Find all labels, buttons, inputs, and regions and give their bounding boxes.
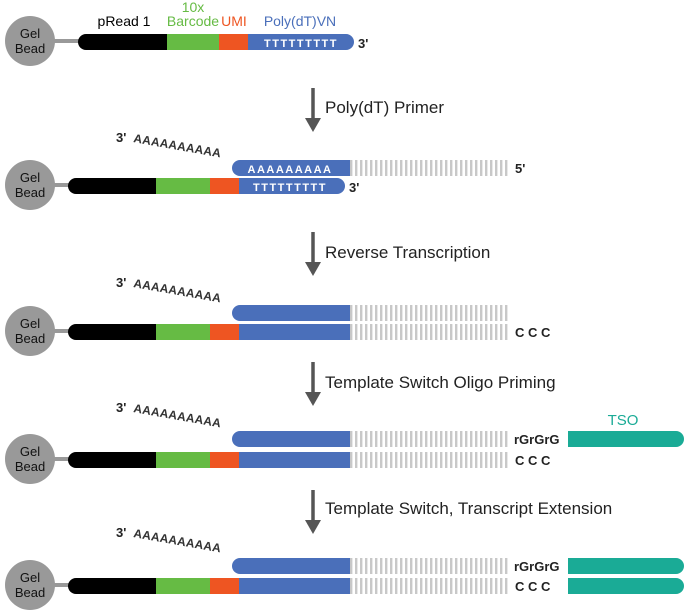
- mrna-blue-segment-square: [245, 558, 350, 574]
- umi-segment: [210, 178, 240, 194]
- row-3-reverse-transcription: Gel Bead C C C 3' AAAAAAAAAA: [5, 275, 551, 356]
- cdna-hatched: [350, 452, 510, 468]
- row-5-transcript-extension: Gel Bead C C C rGrGrG 3' AAAAAAAAAA: [5, 525, 684, 610]
- cdna-blue-segment: [239, 452, 350, 468]
- polydt-segment-square: [239, 178, 329, 194]
- umi-segment: [210, 578, 240, 594]
- tso-label: TSO: [608, 412, 639, 429]
- mrna-polya-segment-square: [245, 160, 350, 176]
- step-arrow-4: Template Switch, Transcript Extension: [305, 490, 612, 534]
- gel-bead-1: [5, 16, 55, 66]
- mrna-hatched: [350, 305, 510, 321]
- tso-segment-square: [568, 558, 668, 574]
- row-1-bead-oligo: Gel Bead TTTTTTTTT 3' pRead 1 10x Barcod…: [5, 0, 368, 66]
- cdna-hatched: [350, 578, 510, 594]
- barcode-segment: [156, 178, 211, 194]
- three-prime-end: 3': [358, 36, 368, 51]
- umi-segment: [210, 324, 240, 340]
- arrow-head: [305, 118, 321, 132]
- pread1-segment-square: [90, 34, 168, 50]
- gel-bead-3: [5, 306, 55, 356]
- ccc-overhang: C C C: [515, 325, 551, 340]
- gel-bead-label-2a: Gel: [20, 170, 40, 185]
- t-sequence: TTTTTTTTT: [253, 182, 327, 194]
- umi-segment: [210, 452, 240, 468]
- barcode-label-top: 10x: [182, 0, 205, 15]
- rgrgrg-label: rGrGrG: [514, 559, 560, 574]
- cdna-blue-segment: [239, 578, 350, 594]
- row-2-polydt-priming: Gel Bead TTTTTTTTT 3' AAAAAAAAA 5' 3' AA…: [5, 130, 525, 210]
- pread1-segment-square: [80, 578, 158, 594]
- t-sequence: TTTTTTTTT: [264, 38, 338, 50]
- gel-bead-label-2b: Bead: [15, 185, 45, 200]
- mrna-transcript-hatched: [350, 160, 510, 176]
- polydt-segment-square: [248, 34, 338, 50]
- step-arrow-3: Template Switch Oligo Priming: [305, 362, 556, 406]
- gel-bead-label-3b: Bead: [15, 331, 45, 346]
- polya-tail-3prime: 3': [116, 525, 126, 540]
- mrna-blue-segment-square: [245, 305, 350, 321]
- pread1-segment-square: [80, 452, 158, 468]
- cdna-hatched: [350, 324, 510, 340]
- step-label-4: Template Switch, Transcript Extension: [325, 499, 612, 518]
- step-label-3: Template Switch Oligo Priming: [325, 373, 556, 392]
- gel-bead-label-1b: Bead: [15, 41, 45, 56]
- gel-bead-label-5a: Gel: [20, 570, 40, 585]
- ccc-overhang: C C C: [515, 453, 551, 468]
- step-arrow-2: Reverse Transcription: [305, 232, 490, 276]
- polya-tail: AAAAAAAAAA: [132, 276, 222, 305]
- tso-complement-segment-square: [568, 578, 668, 594]
- pread1-segment-square: [80, 178, 158, 194]
- gel-bead-label-4b: Bead: [15, 459, 45, 474]
- tso-segment-square: [568, 431, 668, 447]
- arrow-head: [305, 520, 321, 534]
- barcode-label-bottom: Barcode: [167, 13, 219, 29]
- mrna-blue-segment-square: [245, 431, 350, 447]
- step-arrow-1: Poly(dT) Primer: [305, 88, 444, 132]
- gel-bead-label-1a: Gel: [20, 26, 40, 41]
- polya-tail-3prime: 3': [116, 130, 126, 145]
- barcode-segment: [156, 324, 211, 340]
- polya-tail: AAAAAAAAAA: [132, 526, 222, 555]
- ccc-overhang: C C C: [515, 579, 551, 594]
- row-4-tso-priming: Gel Bead C C C rGrGrG TSO 3' AAAAAAAAAA: [5, 400, 684, 484]
- barcode-segment: [156, 452, 211, 468]
- gel-bead-5: [5, 560, 55, 610]
- gel-bead-label-4a: Gel: [20, 444, 40, 459]
- pread1-label: pRead 1: [98, 13, 151, 29]
- umi-label: UMI: [221, 13, 247, 29]
- gel-bead-label-3a: Gel: [20, 316, 40, 331]
- barcode-segment: [156, 578, 211, 594]
- polya-tail-3prime: 3': [116, 400, 126, 415]
- pread1-segment-square: [80, 324, 158, 340]
- three-prime-end: 3': [349, 180, 359, 195]
- barcode-segment: [167, 34, 220, 50]
- arrow-head: [305, 392, 321, 406]
- gel-bead-2: [5, 160, 55, 210]
- umi-segment: [219, 34, 249, 50]
- gel-bead-4: [5, 434, 55, 484]
- polya-tail: AAAAAAAAAA: [132, 131, 222, 160]
- rgrgrg-label: rGrGrG: [514, 432, 560, 447]
- polya-tail-3prime: 3': [116, 275, 126, 290]
- cdna-blue-segment: [239, 324, 350, 340]
- step-label-2: Reverse Transcription: [325, 243, 490, 262]
- polydtvn-label: Poly(dT)VN: [264, 13, 336, 29]
- arrow-head: [305, 262, 321, 276]
- gel-bead-label-5b: Bead: [15, 585, 45, 600]
- step-label-1: Poly(dT) Primer: [325, 98, 444, 117]
- a-sequence: AAAAAAAAA: [248, 164, 333, 176]
- polya-tail: AAAAAAAAAA: [132, 401, 222, 430]
- five-prime-end: 5': [515, 161, 525, 176]
- mrna-hatched: [350, 431, 510, 447]
- mrna-hatched: [350, 558, 510, 574]
